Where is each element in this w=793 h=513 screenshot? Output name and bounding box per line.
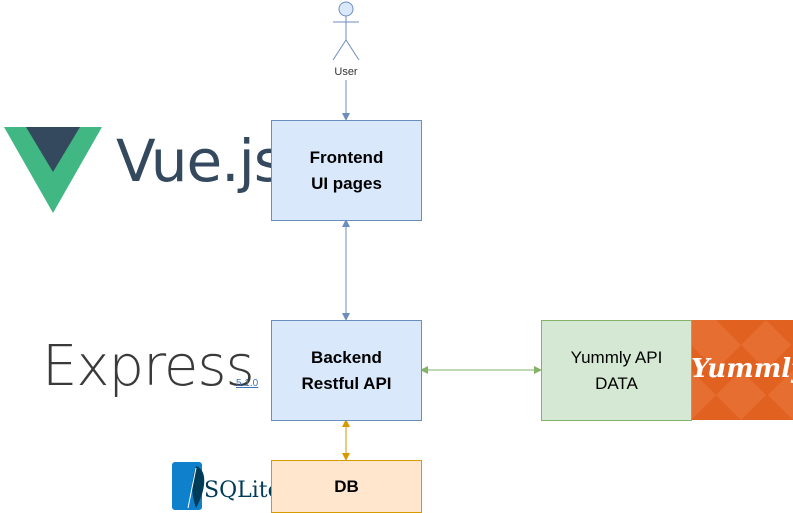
vue-logo-icon	[4, 127, 102, 213]
frontend-node-line-1: Frontend	[309, 147, 384, 167]
yummly-logo-text: Yummly	[691, 354, 793, 384]
backend-node-line-1: Backend	[311, 347, 382, 367]
yummly-api-node-line-1: Yummly API	[570, 347, 663, 367]
sqlite-feather-icon	[172, 462, 205, 510]
express-version-link[interactable]: 5.1.0	[236, 378, 259, 389]
user-actor-icon	[332, 1, 360, 61]
yummly-pattern-icon	[691, 320, 793, 420]
yummly-api-node-line-2: DATA	[595, 373, 638, 393]
express-logo-text: Express	[42, 334, 255, 399]
frontend-node[interactable]: Frontend UI pages	[271, 120, 422, 221]
vue-logo-text: Vue.js	[116, 127, 284, 195]
sqlite-logo-text: SQLite	[204, 478, 281, 503]
yummly-logo: Yummly	[691, 320, 793, 420]
user-actor-label: User	[334, 66, 358, 78]
db-node[interactable]: DB	[271, 460, 422, 513]
sqlite-logo: SQLite	[170, 458, 281, 513]
yummly-api-node[interactable]: Yummly API DATA	[541, 320, 692, 421]
frontend-node-line-2: UI pages	[311, 173, 382, 193]
backend-node[interactable]: Backend Restful API	[271, 320, 422, 421]
db-node-line-1: DB	[334, 476, 359, 496]
backend-node-line-2: Restful API	[301, 373, 392, 393]
